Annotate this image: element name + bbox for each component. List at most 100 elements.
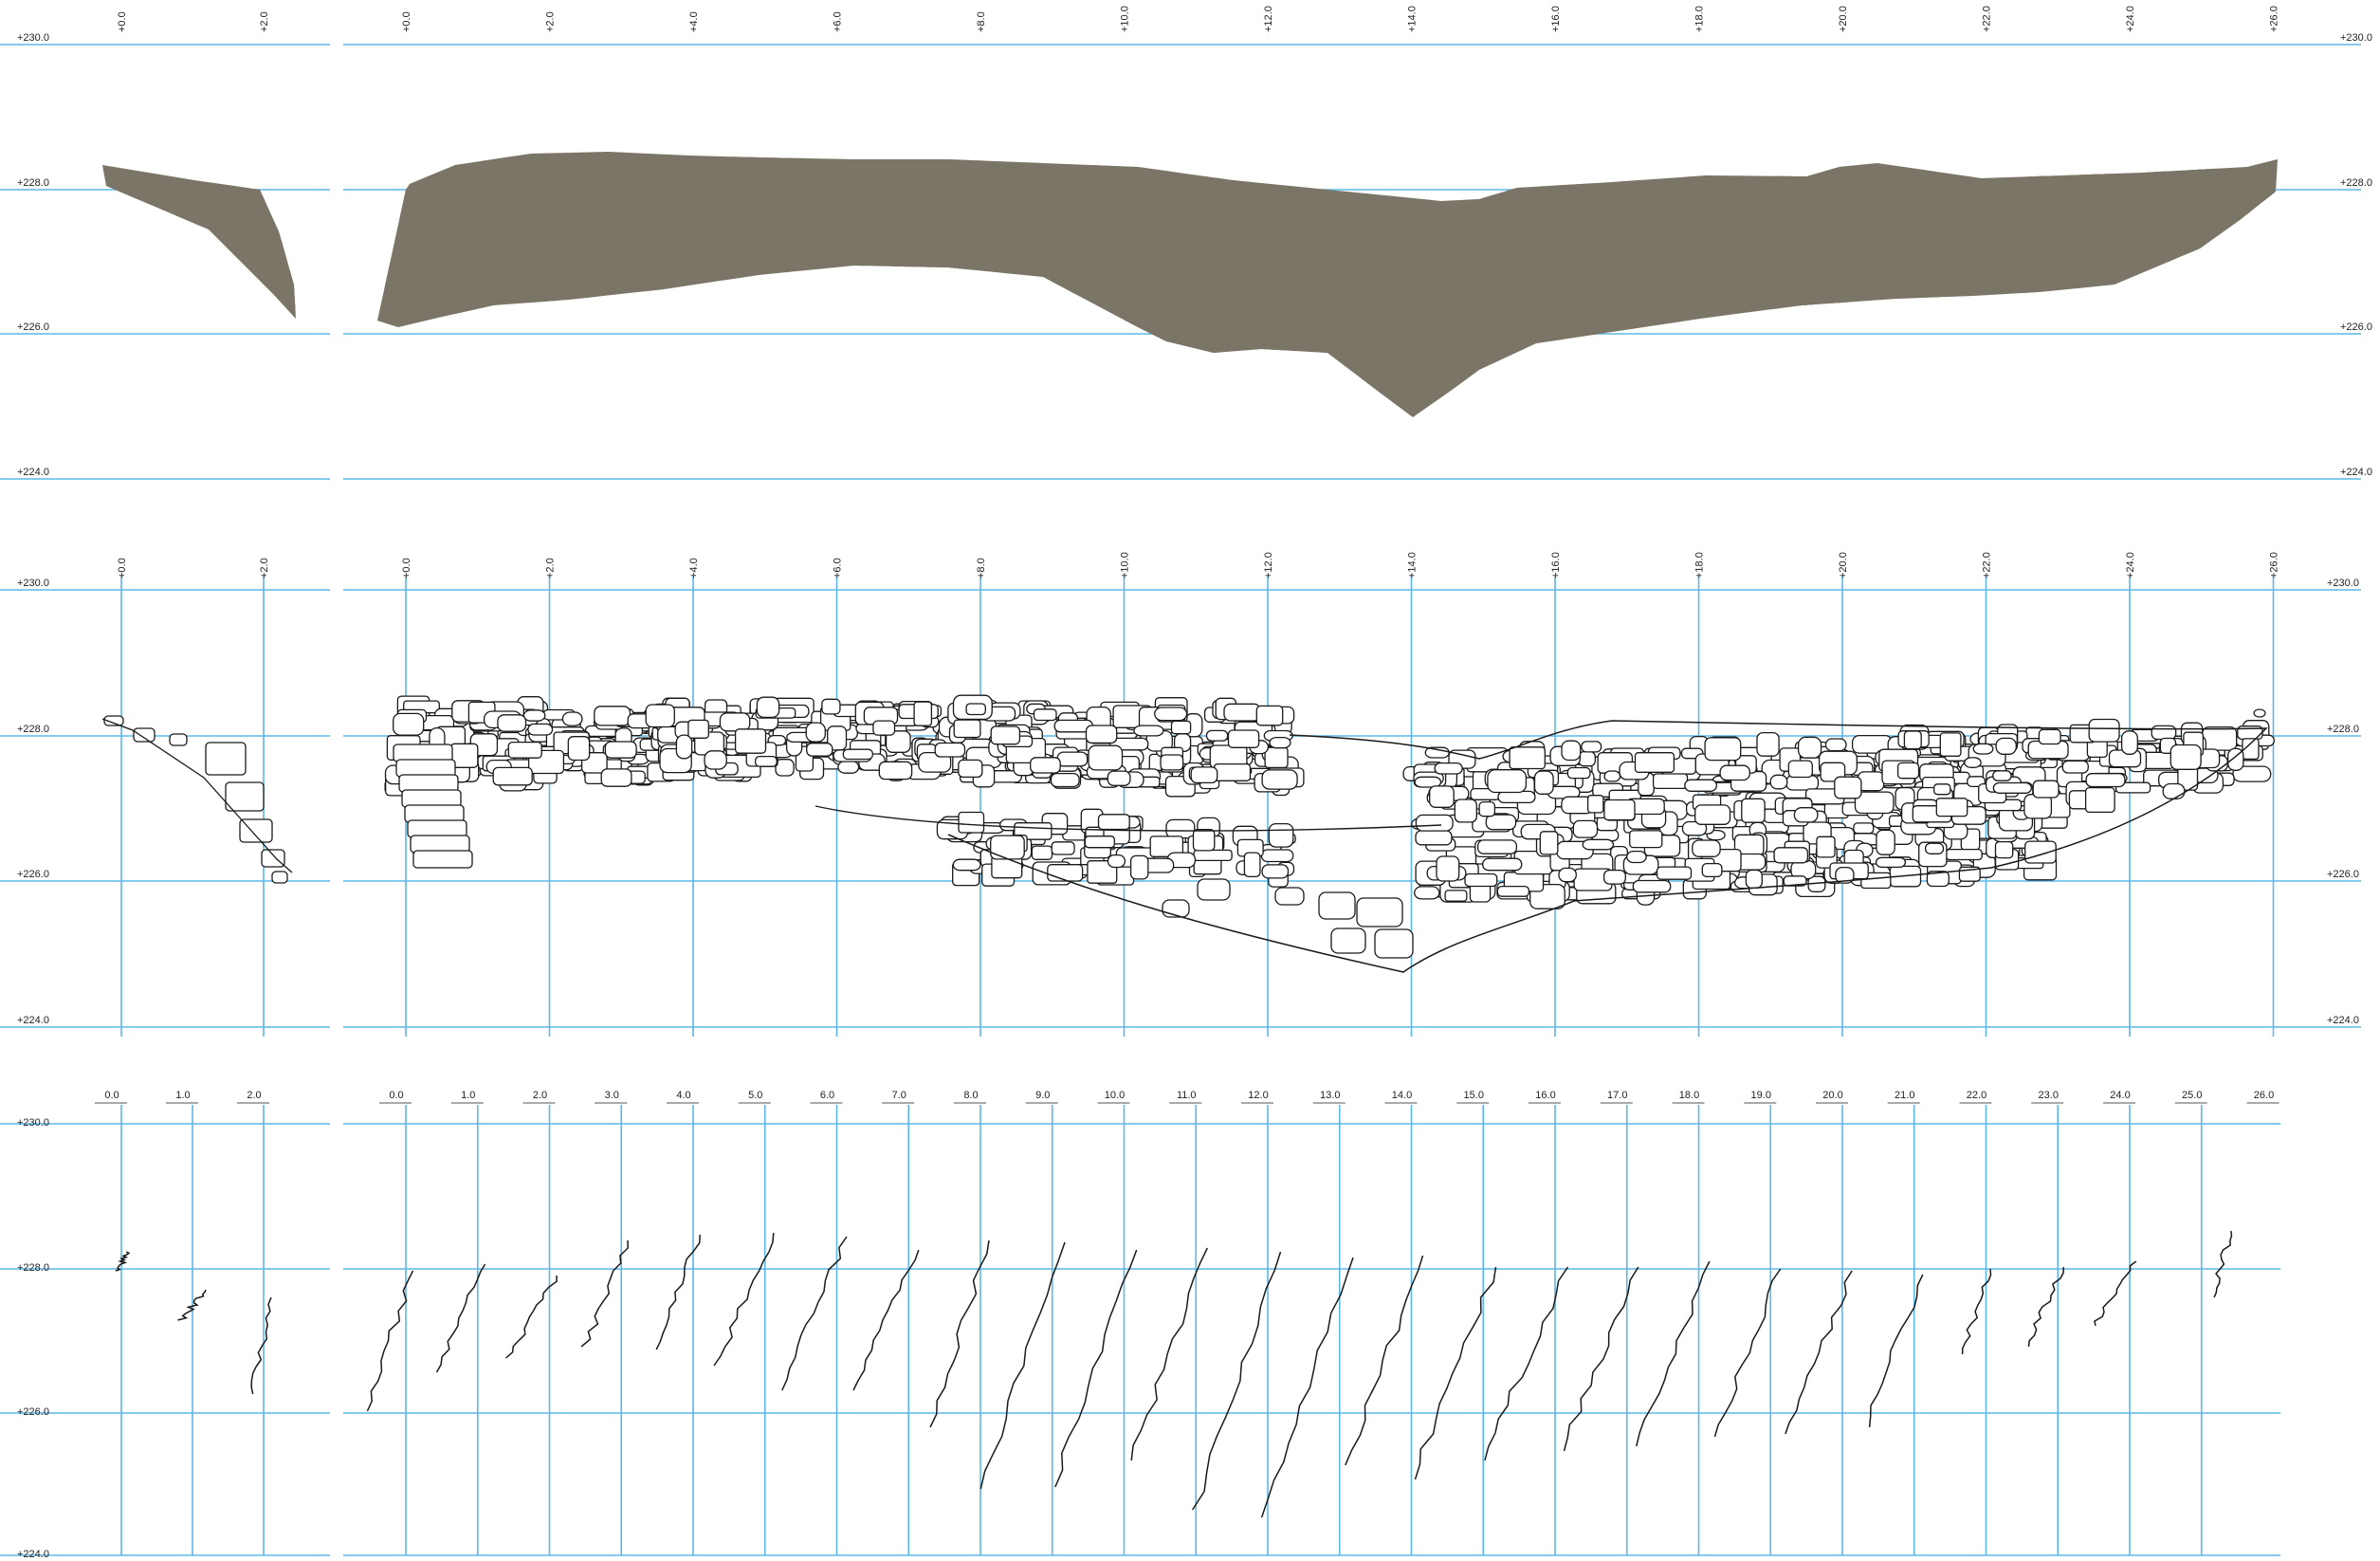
stone-texture	[2133, 380, 2167, 394]
stone-outline	[1478, 800, 1496, 817]
station-label: +26.0	[2269, 6, 2280, 32]
stone-texture	[1894, 383, 1931, 408]
stone-outline	[133, 727, 156, 743]
stone-texture	[1337, 165, 1380, 188]
stone-texture	[1270, 152, 1307, 171]
stone-texture	[2099, 318, 2138, 347]
stone-texture	[1516, 346, 1554, 372]
stone-texture	[2137, 374, 2186, 402]
stone-texture	[2025, 291, 2064, 312]
drawing-elevation-labels-right: +230.0+228.0+226.0+224.0	[2327, 578, 2359, 1026]
station-label: +12.0	[1263, 552, 1274, 578]
stone-texture	[2057, 321, 2076, 343]
stone-outline	[965, 703, 986, 716]
elevation-label: +224.0	[17, 467, 49, 478]
stone-outline	[806, 743, 833, 757]
stone-texture	[1282, 379, 1321, 410]
stone-outline	[507, 741, 542, 759]
orthophoto-elevation-labels-left: +230.0+228.0+226.0+224.0	[17, 32, 49, 478]
station-label: 8.0	[963, 1090, 978, 1101]
station-label: +4.0	[688, 558, 700, 578]
stone-texture	[377, 353, 397, 369]
stone-texture	[1138, 152, 1164, 168]
stone-texture	[991, 274, 1029, 291]
stone-outline	[1857, 771, 1885, 792]
stone-texture	[2051, 304, 2071, 318]
stone-outline	[1051, 841, 1075, 855]
station-label: 13.0	[1320, 1090, 1340, 1101]
station-label: 16.0	[1535, 1090, 1555, 1101]
elevation-label: +230.0	[2340, 32, 2372, 44]
stone-outline	[1170, 720, 1192, 735]
stone-texture	[2002, 332, 2042, 362]
stone-texture	[210, 271, 244, 290]
stone-texture	[2223, 344, 2246, 376]
stone-texture	[1888, 376, 1912, 396]
stone-texture	[891, 290, 925, 317]
station-label: +2.0	[259, 11, 270, 32]
stone-outline	[837, 760, 860, 774]
station-label: 2.0	[247, 1090, 261, 1101]
stone-texture	[2206, 327, 2232, 351]
stone-texture	[1779, 155, 1798, 174]
stone-outline	[1793, 807, 1819, 823]
stone-texture	[2086, 381, 2119, 409]
station-label: +24.0	[2125, 552, 2136, 578]
stone-texture	[882, 267, 925, 294]
stone-texture	[553, 320, 596, 340]
stone-texture	[2160, 296, 2191, 311]
stone-texture	[908, 323, 940, 351]
stone-texture	[662, 334, 705, 347]
stone-outline	[271, 871, 288, 884]
stone-texture	[1944, 360, 1975, 378]
section-profile	[366, 1270, 414, 1412]
stone-outline	[393, 712, 425, 736]
section-profiles	[115, 1230, 2233, 1518]
stone-texture	[525, 372, 562, 402]
stone-texture	[2067, 157, 2110, 177]
orthophoto-station-labels-left: +0.0+2.0	[117, 11, 270, 32]
stone-texture	[2238, 224, 2257, 252]
stone-outline	[1415, 814, 1454, 832]
stone-outline	[1586, 795, 1604, 814]
stone-outline	[1773, 847, 1809, 864]
stone-texture	[1216, 152, 1243, 170]
stone-outline	[1603, 770, 1621, 782]
stone-texture	[213, 303, 247, 319]
section-profile	[2027, 1266, 2065, 1348]
section-profile	[1868, 1274, 1924, 1428]
stone-outline	[1414, 886, 1440, 900]
stone-texture	[576, 297, 617, 311]
stone-texture	[2111, 309, 2149, 334]
stone-outline	[756, 696, 780, 719]
stone-outline	[1097, 814, 1130, 831]
stone-outline	[1926, 871, 1950, 888]
section-profile	[505, 1275, 558, 1359]
stone-texture	[1611, 346, 1639, 366]
elevation-label: +230.0	[17, 32, 49, 44]
stone-texture	[162, 230, 211, 258]
stone-texture	[694, 365, 735, 382]
stone-outline	[805, 722, 826, 743]
stone-outline	[1603, 799, 1636, 821]
stone-outline	[1935, 798, 1968, 817]
stone-outline	[1854, 791, 1895, 815]
stone-texture	[632, 350, 656, 379]
stone-texture	[1753, 342, 1802, 358]
stone-texture	[2059, 338, 2097, 356]
station-label: 14.0	[1392, 1090, 1412, 1101]
stone-texture	[1183, 348, 1232, 376]
stone-outline	[1033, 708, 1057, 722]
section-profile	[1054, 1249, 1138, 1488]
stone-texture	[544, 326, 593, 340]
stone-texture	[1535, 153, 1555, 182]
stone-outline	[1745, 869, 1763, 890]
stone-outline	[600, 768, 632, 787]
stone-outline	[1476, 839, 1518, 854]
stone-texture	[849, 291, 878, 315]
stone-texture	[1660, 152, 1704, 164]
stone-texture	[1144, 388, 1171, 402]
station-label: +0.0	[401, 558, 412, 578]
station-label: +26.0	[2269, 552, 2280, 578]
